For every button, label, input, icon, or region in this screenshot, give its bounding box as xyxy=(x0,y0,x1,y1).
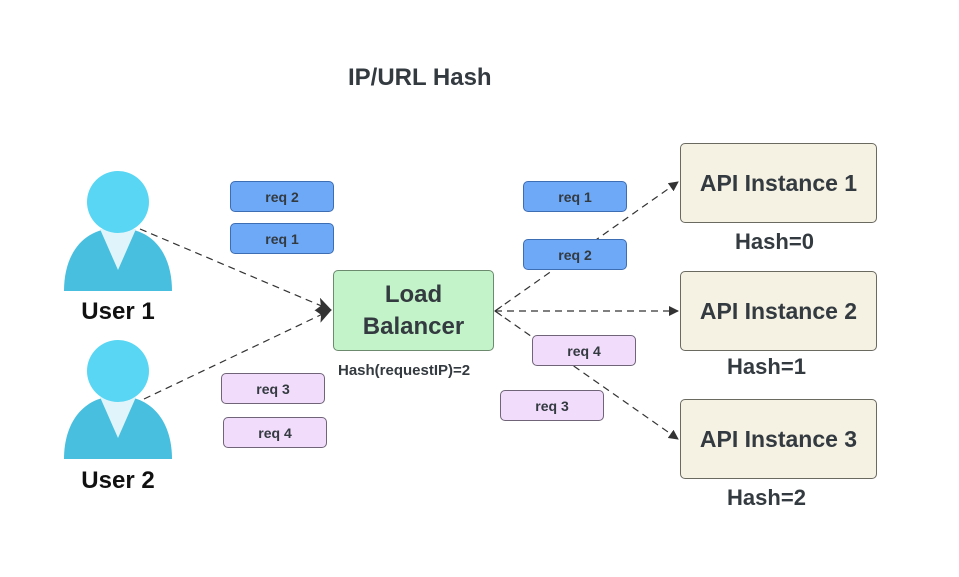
api-instance-2-hash: Hash=1 xyxy=(727,354,806,379)
api-instance-3-node: API Instance 3 xyxy=(680,399,877,479)
user2-label: User 2 xyxy=(81,467,155,494)
diagram-title: IP/URL Hash xyxy=(348,64,492,91)
api-instance-1-label: API Instance 1 xyxy=(699,169,858,196)
load-balancer-label-line2: Balancer xyxy=(362,312,465,340)
api-instance-1-hash: Hash=0 xyxy=(735,229,814,254)
api-instance-3-label: API Instance 3 xyxy=(699,425,858,452)
user2-icon xyxy=(64,340,172,459)
request-chip-req1-incoming: req 1 xyxy=(230,223,334,254)
request-label: req 4 xyxy=(258,424,292,441)
request-chip-req1-outgoing: req 1 xyxy=(523,181,627,212)
request-chip-req4-incoming: req 4 xyxy=(223,417,327,448)
load-balancer-node: Load Balancer xyxy=(333,270,494,351)
request-label: req 3 xyxy=(535,397,569,414)
request-label: req 4 xyxy=(567,342,601,359)
edge-user2-to-lb xyxy=(143,309,332,400)
request-label: req 1 xyxy=(265,230,299,247)
api-instance-3-hash: Hash=2 xyxy=(727,485,806,510)
request-chip-req3-outgoing: req 3 xyxy=(500,390,604,421)
user1-icon xyxy=(64,171,172,291)
request-label: req 3 xyxy=(256,380,290,397)
request-chip-req2-incoming: req 2 xyxy=(230,181,334,212)
request-chip-req3-incoming: req 3 xyxy=(221,373,325,404)
request-chip-req4-outgoing: req 4 xyxy=(532,335,636,366)
edge-lb-to-api3 xyxy=(494,310,679,440)
request-label: req 2 xyxy=(558,246,592,263)
edge-user1-to-lb xyxy=(139,228,332,311)
load-balancer-hash-label: Hash(requestIP)=2 xyxy=(338,362,471,379)
load-balancer-label-line1: Load xyxy=(384,280,443,308)
lb-output-marker xyxy=(494,305,503,317)
api-instance-1-node: API Instance 1 xyxy=(680,143,877,223)
user1-label: User 1 xyxy=(81,298,155,325)
request-label: req 1 xyxy=(558,188,592,205)
api-instance-2-label: API Instance 2 xyxy=(699,297,858,324)
request-chip-req2-outgoing: req 2 xyxy=(523,239,627,270)
request-label: req 2 xyxy=(265,188,299,205)
api-instance-2-node: API Instance 2 xyxy=(680,271,877,351)
